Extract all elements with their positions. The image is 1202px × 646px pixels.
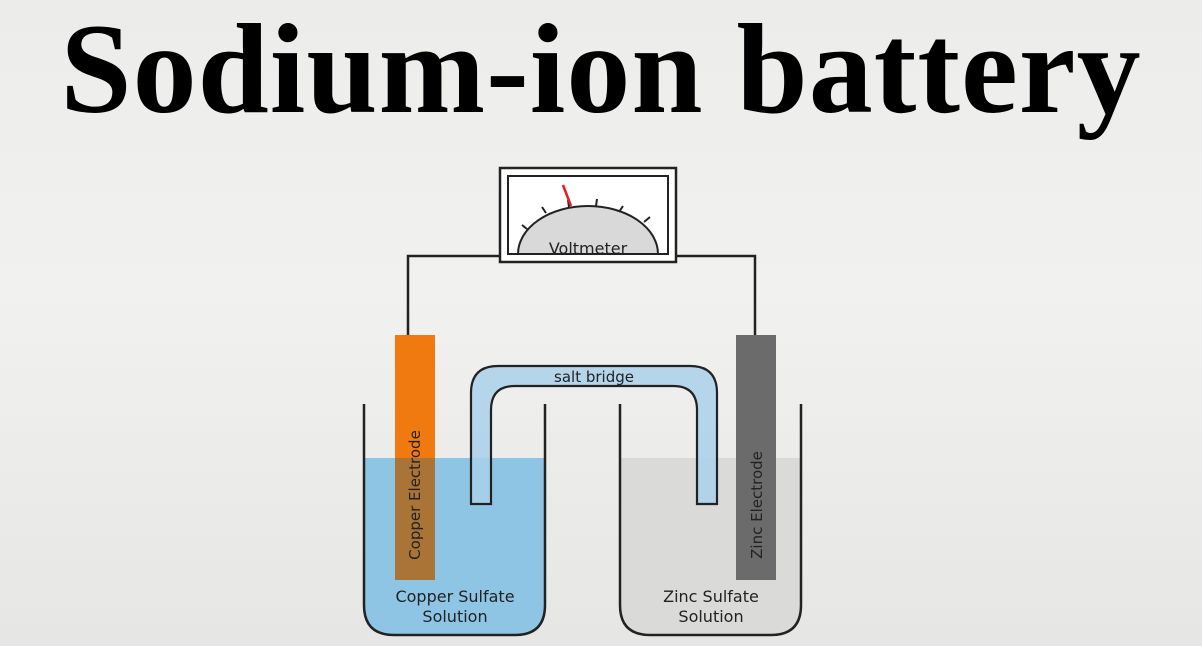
zinc-electrode: Zinc Electrode bbox=[736, 335, 776, 580]
voltmeter-label: Voltmeter bbox=[549, 239, 628, 258]
voltmeter-ticks bbox=[521, 198, 651, 230]
right-beaker-outline bbox=[618, 404, 803, 637]
salt-bridge-label: salt bridge bbox=[554, 368, 634, 386]
copper-electrode: Copper Electrode bbox=[395, 335, 435, 580]
salt-bridge-tube bbox=[469, 364, 719, 506]
zinc-electrode-bar bbox=[736, 335, 776, 580]
right-solution-label-line2: Solution bbox=[678, 607, 743, 626]
left-beaker: Copper Sulfate Solution bbox=[362, 404, 547, 637]
copper-electrode-submerged bbox=[395, 458, 435, 580]
right-solution-label-line1: Zinc Sulfate bbox=[663, 587, 759, 606]
left-beaker-outline bbox=[362, 404, 547, 637]
left-solution-label-line1: Copper Sulfate bbox=[395, 587, 514, 606]
salt-bridge: salt bridge bbox=[469, 364, 719, 506]
right-wire bbox=[676, 254, 757, 335]
left-wire bbox=[406, 254, 500, 335]
voltmeter-needle bbox=[561, 184, 573, 207]
voltmeter-dial bbox=[516, 205, 660, 255]
copper-electrode-label: Copper Electrode bbox=[406, 430, 424, 560]
left-solution-label-line2: Solution bbox=[422, 607, 487, 626]
zinc-electrode-label: Zinc Electrode bbox=[748, 451, 766, 559]
page-title: Sodium-ion battery bbox=[60, 0, 1142, 140]
voltmeter: Voltmeter bbox=[498, 166, 678, 264]
